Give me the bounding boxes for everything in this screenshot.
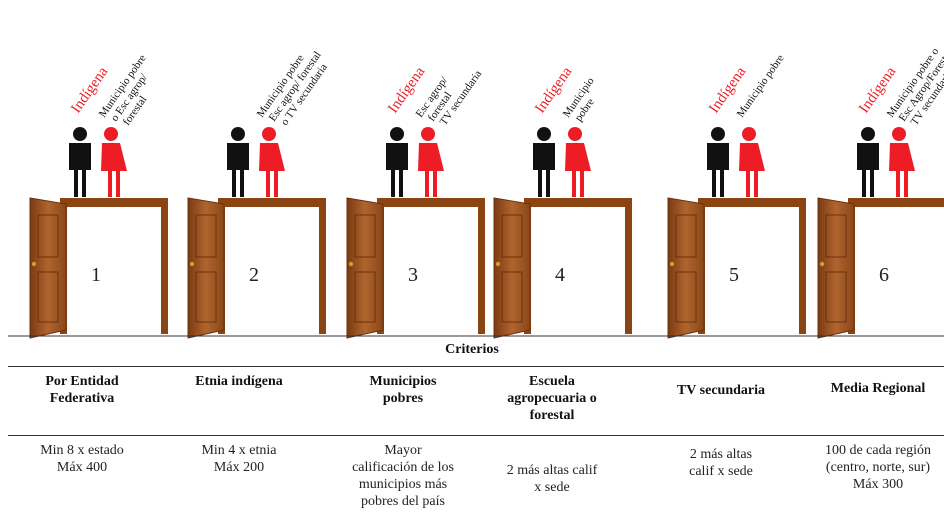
door-number: 4 — [555, 264, 565, 286]
door-panel — [354, 271, 376, 323]
criteria-header: Etnia indígena — [195, 374, 283, 389]
door-panel — [195, 214, 217, 258]
door-number: 5 — [729, 264, 739, 286]
man-icon — [227, 127, 249, 197]
door-panel — [195, 271, 217, 323]
door-number: 6 — [879, 264, 889, 286]
people-icons — [533, 127, 591, 197]
door-opening — [225, 207, 319, 334]
door-panel — [354, 214, 376, 258]
door-opening — [531, 207, 625, 334]
people-icons — [227, 127, 285, 197]
header-bottom-rule — [8, 435, 944, 436]
door-opening — [384, 207, 478, 334]
man-icon — [533, 127, 555, 197]
door-opening — [855, 207, 944, 334]
criteria-header: TV secundaria — [676, 383, 766, 398]
woman-icon — [259, 127, 285, 197]
door-opening — [67, 207, 161, 334]
door-panel — [675, 271, 697, 323]
door-leaf — [29, 197, 67, 339]
door-panel — [825, 271, 847, 323]
door-panel — [501, 271, 523, 323]
door-panel — [825, 214, 847, 258]
door-knob — [31, 261, 37, 267]
people-icons — [857, 127, 915, 197]
criteria-value: 100 de cada región(centro, norte, sur)Má… — [824, 443, 932, 492]
header-top-rule — [8, 366, 944, 367]
criteria-header: Media Regional — [830, 381, 926, 396]
door-knob — [495, 261, 501, 267]
door-panel — [501, 214, 523, 258]
man-icon — [857, 127, 879, 197]
door-panel — [37, 271, 59, 323]
woman-icon — [418, 127, 444, 197]
woman-icon — [101, 127, 127, 197]
door-opening — [705, 207, 799, 334]
woman-icon — [889, 127, 915, 197]
door-leaf — [493, 197, 531, 339]
door-knob — [819, 261, 825, 267]
door-panel — [675, 214, 697, 258]
door-leaf — [667, 197, 705, 339]
door-leaf — [346, 197, 384, 339]
door-knob — [189, 261, 195, 267]
door-knob — [669, 261, 675, 267]
woman-icon — [565, 127, 591, 197]
people-icons — [69, 127, 127, 197]
door-knob — [348, 261, 354, 267]
door-leaf — [817, 197, 855, 339]
man-icon — [69, 127, 91, 197]
man-icon — [707, 127, 729, 197]
man-icon — [386, 127, 408, 197]
door-number: 1 — [91, 264, 101, 286]
people-icons — [386, 127, 444, 197]
criteria-title: Criterios — [445, 342, 499, 357]
door-panel — [37, 214, 59, 258]
door-leaf — [187, 197, 225, 339]
people-icons — [707, 127, 765, 197]
woman-icon — [739, 127, 765, 197]
door-criteria-label: Municipio pobre — [735, 52, 787, 119]
door-number: 3 — [408, 264, 418, 286]
door-number: 2 — [249, 264, 259, 286]
